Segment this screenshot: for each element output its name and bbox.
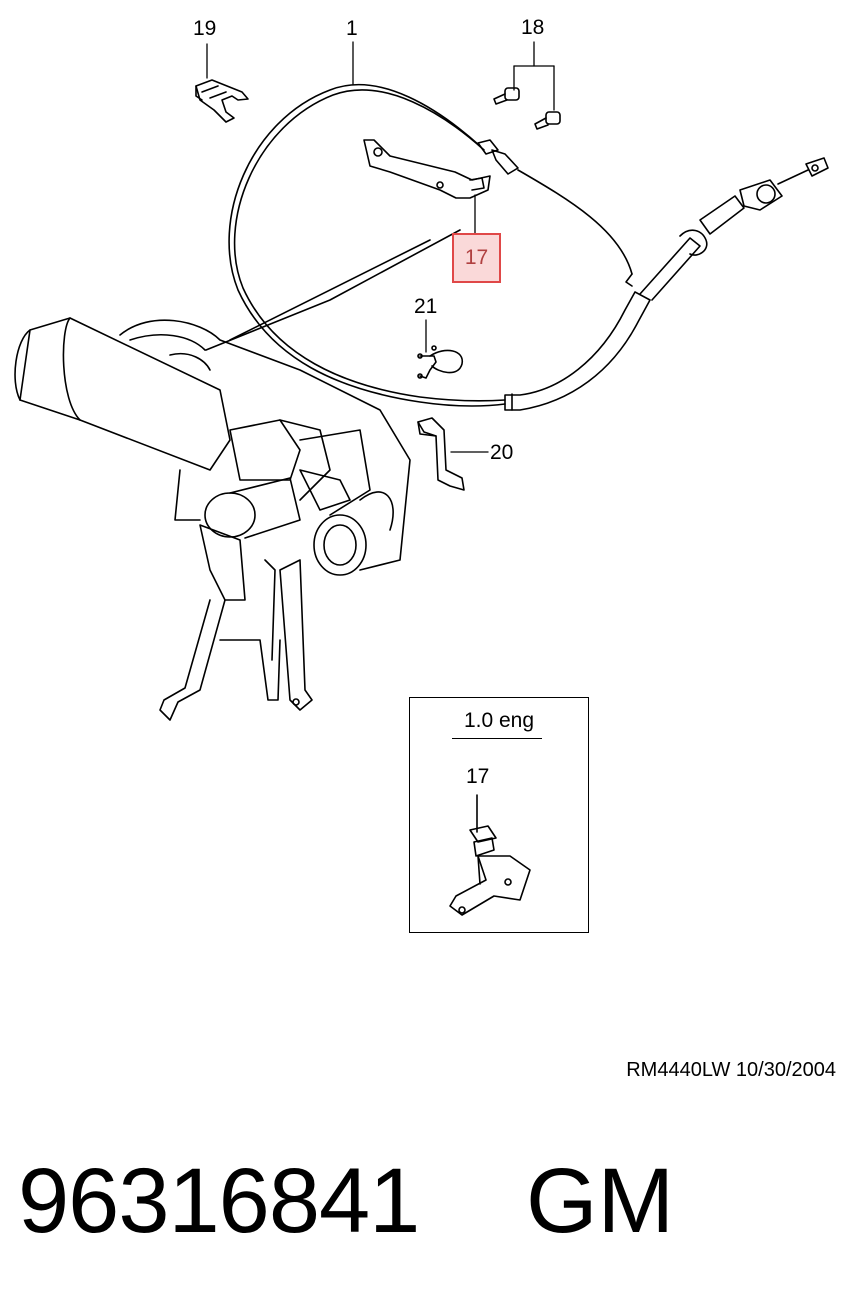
- callout-1: 1: [346, 17, 358, 40]
- inset-box: 1.0 eng 17: [409, 697, 589, 933]
- inset-callout-17: 17: [466, 765, 490, 788]
- bracket-part-17: [363, 139, 491, 199]
- drawing-reference: RM4440LW 10/30/2004: [626, 1059, 836, 1081]
- transmission-housing: [14, 229, 461, 721]
- bolts-part-18: [493, 87, 561, 130]
- callout-18: 18: [521, 16, 545, 39]
- manufacturer: GM: [526, 1150, 675, 1252]
- part-number: 96316841: [18, 1150, 420, 1252]
- callout-20: 20: [490, 441, 514, 464]
- leader-lines: [206, 41, 555, 453]
- callout-19: 19: [193, 17, 217, 40]
- callout-17-highlight[interactable]: 17: [452, 233, 501, 283]
- inset-title: 1.0 eng: [463, 709, 535, 732]
- cable-part-1: [228, 83, 829, 411]
- clip-part-19: [195, 79, 249, 123]
- bracket-part-20: [417, 417, 465, 491]
- inset-title-underline: [452, 738, 542, 739]
- callout-17: 17: [464, 246, 489, 269]
- callout-21: 21: [414, 295, 438, 318]
- clip-part-21: [417, 345, 463, 379]
- inset-bracket-part-17: [449, 794, 531, 916]
- parts-diagram: [14, 41, 829, 916]
